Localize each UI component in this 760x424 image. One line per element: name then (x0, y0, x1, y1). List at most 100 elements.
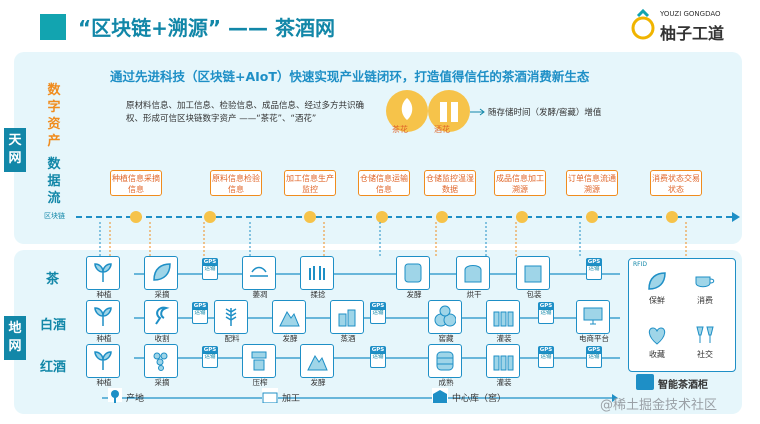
node-baijiu-fill: 灌装 (486, 300, 520, 343)
gps-label: GPS (203, 347, 217, 354)
cabinet-item-collect: 收藏 (635, 323, 679, 360)
node-tea-dry: 烘干 (456, 256, 490, 299)
info-box: 成品信息加工溯源 (494, 170, 546, 196)
node-label: 压榨 (252, 378, 268, 387)
grapes-icon (153, 352, 168, 371)
info-box: 消费状态交易状态 (650, 170, 702, 196)
transport-label: 运输 (540, 354, 552, 360)
info-box: 仓储信息运输信息 (358, 170, 410, 196)
oven-icon (464, 265, 482, 283)
node-label: 种植 (96, 290, 112, 299)
node-label: 配料 (224, 334, 240, 343)
sprout-icon (94, 307, 112, 326)
gps-label: GPS (193, 303, 207, 310)
stage-origin: 产地 (126, 394, 145, 404)
cask-icon (434, 305, 456, 327)
node-label: 揉捻 (310, 290, 326, 299)
tea-leaf-icon (401, 98, 413, 120)
blockchain-chain-icon (76, 211, 740, 223)
gps-label: GPS (539, 303, 553, 310)
node-label: 烘干 (466, 290, 482, 299)
node-label: 采摘 (154, 290, 170, 299)
node-baijiu-distill: 蒸酒 (330, 300, 364, 343)
cabinet-item-consume: 消费 (683, 269, 727, 306)
node-label: 发酵 (310, 378, 326, 387)
digital-asset-label: 数字资产 (47, 83, 61, 149)
logo-name: 柚子工道 (660, 24, 725, 43)
info-box: 加工信息生产监控 (284, 170, 336, 196)
node-baijiu-harvest: 收割 (144, 300, 178, 343)
cabinet-item-label: 社交 (697, 350, 713, 359)
cabinet-item-fresh: 保鲜 (635, 269, 679, 306)
tea-flower-badge (386, 90, 428, 132)
stage-process: 加工 (282, 394, 301, 404)
node-baijiu-ferment: 发酵 (272, 300, 306, 343)
transport-label: 运输 (588, 266, 600, 272)
node-wine-ferment: 发酵 (300, 344, 334, 387)
leaf-icon (648, 272, 666, 290)
teacup-icon (695, 276, 715, 288)
sky-net-tag: 天网 (4, 128, 26, 172)
row-label-tea: 茶 (46, 272, 60, 287)
mountain-icon (307, 355, 328, 371)
press-icon (251, 351, 267, 371)
sickle-icon (155, 306, 170, 325)
brand-logo: YOUZI GONGDAO 柚子工道 (630, 8, 740, 44)
stage-line (102, 394, 618, 402)
cheers-icon (696, 326, 714, 343)
logo-subtitle: YOUZI GONGDAO (660, 10, 721, 18)
gps-label: GPS (587, 259, 601, 266)
cabinet-item-label: 消费 (697, 296, 713, 305)
cabinet-item-label: 保鲜 (649, 296, 665, 305)
transport-label: 运输 (588, 354, 600, 360)
node-tea-wither: 萎凋 (242, 256, 276, 299)
page-title: “区块链+溯源” —— 茶酒网 (78, 16, 335, 40)
arrow-right-icon (470, 108, 485, 116)
node-label: 电商平台 (579, 334, 609, 343)
node-wine-pick: 采摘 (144, 344, 178, 387)
sprout-icon (94, 263, 112, 282)
wine-bottle-icon (440, 102, 458, 122)
transport-label: 运输 (372, 354, 384, 360)
node-wine-press: 压榨 (242, 344, 276, 387)
factory-icon (262, 388, 278, 404)
heart-icon (648, 327, 666, 345)
node-label: 萎凋 (252, 290, 268, 299)
node-label: 蒸酒 (340, 334, 356, 343)
node-label: 发酵 (406, 290, 422, 299)
stage-warehouse: 中心库（窖） (452, 394, 507, 404)
node-baijiu-cellar: 窖藏 (428, 300, 462, 343)
row-label-wine: 红酒 (40, 360, 67, 375)
gps-label: GPS (539, 347, 553, 354)
cabinet-item-social: 社交 (683, 323, 727, 360)
mountain-icon (279, 311, 300, 327)
node-wine-plant: 种植 (86, 344, 120, 387)
info-box: 仓储监控温湿数据 (424, 170, 476, 196)
bottles-icon (493, 311, 514, 327)
node-tea-roll: 揉捻 (300, 256, 334, 299)
hands-icon (309, 266, 325, 280)
wine-flower-label: 酒花 (434, 125, 450, 134)
node-label: 灌装 (496, 378, 512, 387)
transport-label: 运输 (540, 310, 552, 316)
gps-label: GPS (371, 303, 385, 310)
data-flow-label: 数据流 (47, 157, 61, 206)
node-label: 种植 (96, 334, 112, 343)
package-icon (524, 265, 542, 283)
tea-flower-label: 茶花 (392, 125, 408, 134)
pomelo-logo-icon (631, 8, 655, 40)
appreciation-note: 随存储时间（发酵/窖藏）增值 (488, 108, 602, 118)
node-baijiu-plant: 种植 (86, 300, 120, 343)
node-label: 灌装 (496, 334, 512, 343)
info-box: 种植信息采摘信息 (110, 170, 162, 196)
node-tea-pack: 包装 (516, 256, 550, 299)
barrel-icon (404, 263, 422, 283)
asset-description: 原材料信息、加工信息、检验信息、成品信息、经过多方共识确权、形成可信区块链数字资… (126, 101, 365, 124)
node-ecommerce: 电商平台 (576, 300, 610, 343)
info-box: 订单信息流通溯源 (566, 170, 618, 196)
cabinet-icon (636, 374, 654, 390)
